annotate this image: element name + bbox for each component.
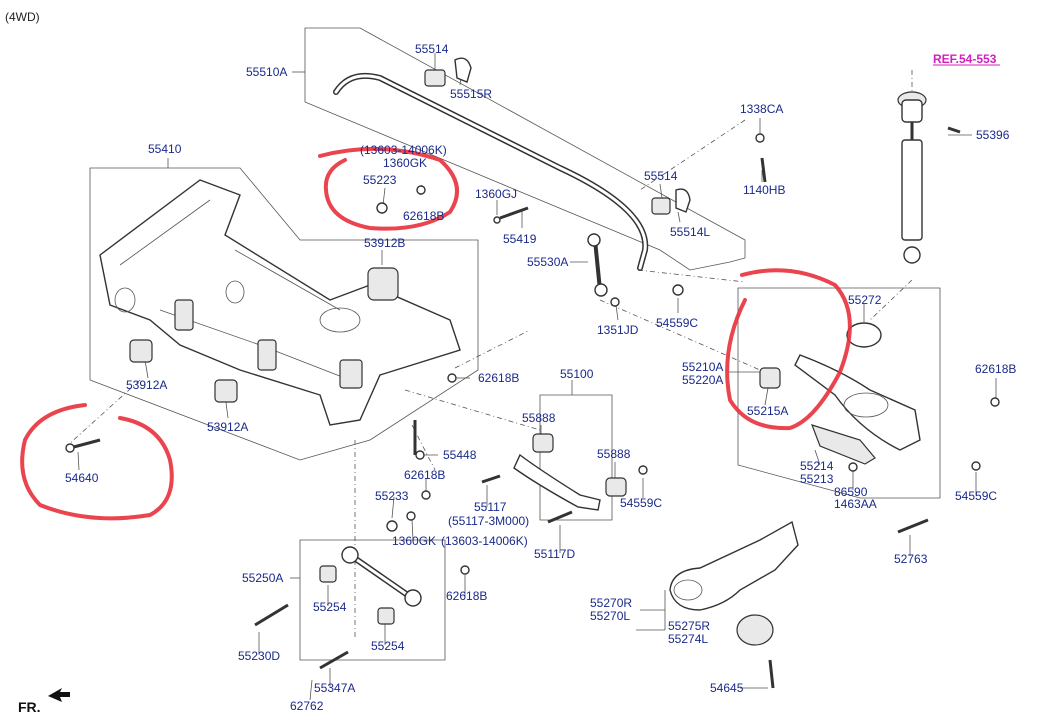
part-label[interactable]: 55514 [415,42,449,56]
front-arrow-icon [48,688,70,702]
part-label[interactable]: 55530A [527,255,568,269]
part-label[interactable]: 55100 [560,367,594,381]
part-label[interactable]: 55214 [800,459,834,473]
part-label[interactable]: 62618B [975,362,1016,376]
part-label[interactable]: 55272 [848,293,882,307]
assist-arm [319,546,422,625]
part-label[interactable]: 55254 [371,639,405,653]
part-label[interactable]: 55270L [590,609,630,623]
part-label[interactable]: 53912A [126,378,167,392]
stabilizer-box [304,27,746,271]
lower-arm-box [737,287,941,499]
part-label[interactable]: 86590 [834,485,868,499]
part-label[interactable]: 62762 [290,699,324,713]
bolts [65,126,1000,689]
part-label[interactable]: 1463AA [834,497,877,511]
part-label[interactable]: 55117D [534,547,575,561]
part-label[interactable]: 55270R [590,596,632,610]
lower-control-arm [759,322,921,465]
part-label[interactable]: 1351JD [597,323,639,337]
part-label[interactable]: 55254 [313,600,347,614]
part-label[interactable]: 55210A [682,360,723,374]
part-label[interactable]: 54645 [710,681,744,695]
part-label[interactable]: 55274L [668,632,708,646]
red-circle-top [318,146,459,231]
trailing-arm-bracket [640,590,666,630]
part-label[interactable]: 54559C [620,496,662,510]
part-note: (55117-3M000) [448,514,529,528]
part-label[interactable]: 1360GK [383,156,427,170]
part-label[interactable]: 52763 [894,552,928,566]
bushing-53912A-front [214,379,238,403]
part-label[interactable]: 1360GJ [475,187,517,201]
part-label[interactable]: 55347A [314,681,355,695]
ref-link[interactable]: REF.54-553 [933,52,997,66]
upper-control-arm [513,433,627,511]
part-label[interactable]: 55410 [148,142,182,156]
part-label[interactable]: 55230D [238,649,280,663]
front-label: FR. [18,699,41,715]
part-label[interactable]: 55275R [668,619,710,633]
part-label[interactable]: 55117 [474,500,507,514]
part-label[interactable]: 62618B [404,468,445,482]
trailing-arm [669,520,799,646]
part-label[interactable]: 53912A [207,420,248,434]
part-label[interactable]: 55515R [450,87,492,101]
part-label[interactable]: 55215A [747,404,788,418]
part-label[interactable]: 55233 [375,489,409,503]
part-label[interactable]: 53912B [364,236,405,250]
red-circle-left [20,403,174,521]
part-label[interactable]: 62618B [478,371,519,385]
part-label[interactable]: 55223 [363,173,397,187]
part-note: (13603-14006K) [360,143,447,157]
part-label[interactable]: 55514L [670,225,710,239]
part-note: (13603-14006K) [441,534,528,548]
part-label[interactable]: 55510A [246,65,287,79]
part-label[interactable]: 62618B [403,209,444,223]
part-label[interactable]: 1360GK [392,534,436,548]
subframe-box [89,167,479,461]
rear-subframe [99,179,461,426]
part-label[interactable]: 54640 [65,471,99,485]
part-label[interactable]: 55213 [800,472,834,486]
spring-seat-55272 [846,322,882,348]
part-label[interactable]: 55250A [242,571,283,585]
part-label[interactable]: 1140HB [743,183,785,197]
assembly-dash-lines [67,119,913,640]
bushing-53912B [367,267,399,301]
stabilizer-bar [333,57,691,271]
part-label[interactable]: 62618B [446,589,487,603]
part-label[interactable]: 55514 [644,169,678,183]
variant-label: (4WD) [5,10,40,24]
red-circle-right [725,268,852,431]
shock-absorber [897,70,927,264]
leader-lines [77,53,997,701]
part-label[interactable]: 55220A [682,373,723,387]
part-label[interactable]: 54559C [955,489,997,503]
bushing-55275R [736,614,774,646]
part-label[interactable]: 55888 [522,411,556,425]
stabilizer-link [587,233,608,297]
part-label[interactable]: 55448 [443,448,477,462]
assist-arm-box [299,539,446,661]
bushing-53912A-left [129,339,153,363]
part-labels: 55510A 55514 55515R 1338CA 55396 55410 (… [65,42,1016,713]
part-label[interactable]: 55396 [976,128,1010,142]
part-label[interactable]: 1338CA [740,102,783,116]
part-label[interactable]: 55888 [597,447,631,461]
part-label[interactable]: 54559C [656,316,698,330]
part-label[interactable]: 55419 [503,232,537,246]
